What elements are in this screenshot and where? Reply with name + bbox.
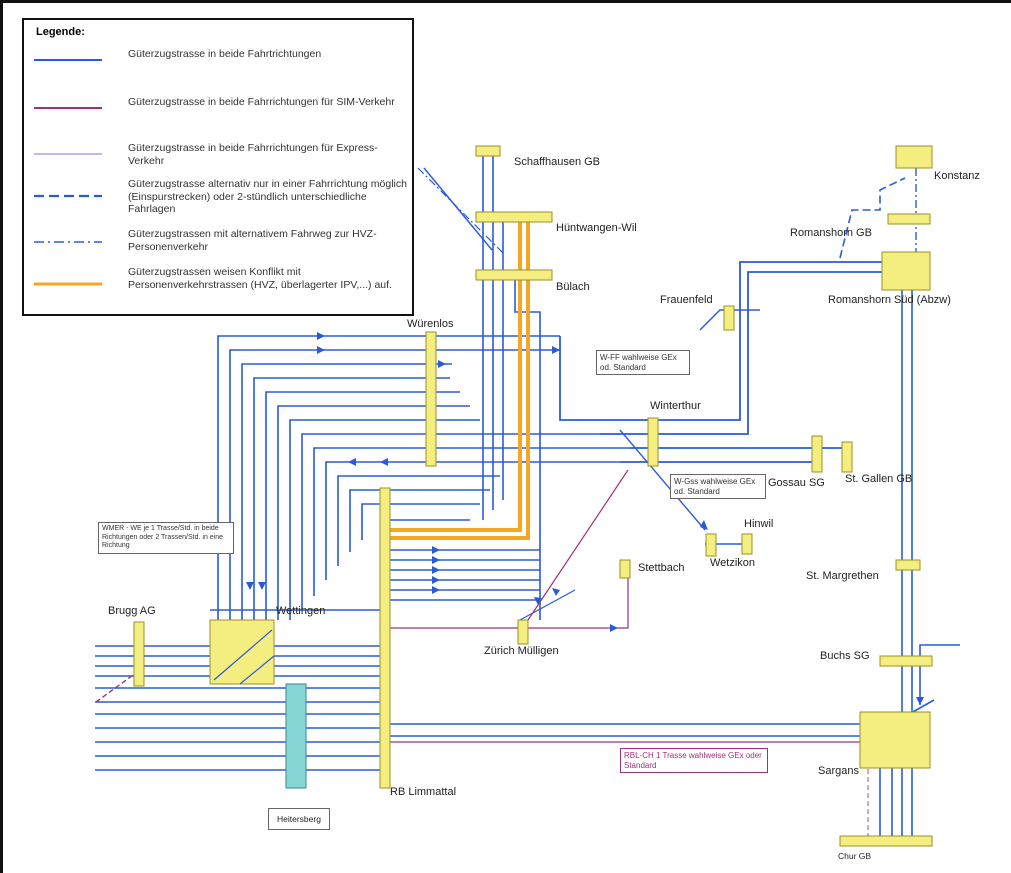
station-label-hinwil: Hinwil — [744, 518, 774, 530]
legend-sample-dashed-blue — [34, 194, 102, 198]
legend-text-express: Güterzugstrasse in beide Fahrrichtungen … — [128, 142, 378, 167]
station-label-heitersberg: Heitersberg — [268, 808, 330, 830]
muelligen-sim-line — [527, 469, 629, 621]
stettbach-marker — [619, 559, 631, 579]
legend-text-sim: Güterzugstrasse in beide Fahrrichtungen … — [128, 96, 395, 108]
buelach-marker — [475, 269, 553, 281]
station-label-sargans: Sargans — [818, 765, 859, 777]
station-label-gossau: Gossau SG — [768, 477, 825, 489]
frauenfeld-marker — [723, 305, 735, 331]
brugg-dashed-line — [95, 669, 141, 703]
station-label-winterthur: Winterthur — [650, 400, 701, 412]
muelligen-arrow-line — [519, 589, 576, 621]
station-label-romanshorn-gb: Romanshorn GB — [790, 227, 872, 239]
station-label-st-margrethen: St. Margrethen — [806, 570, 879, 582]
legend-box: Legende: Güterzugstrasse in beide Fahrtr… — [22, 18, 414, 316]
station-label-brugg: Brugg AG — [108, 605, 156, 617]
st-gallen-marker — [841, 441, 853, 473]
station-label-huentwangen: Hüntwangen-Wil — [556, 222, 637, 234]
legend-text-freight: Güterzugstrasse in beide Fahrtrichtungen — [128, 48, 322, 60]
station-label-zuerich-muelligen: Zürich Mülligen — [484, 645, 559, 657]
schaffhausen-solid-line — [423, 167, 493, 251]
buchs-marker — [879, 655, 933, 667]
hinwil-marker — [741, 533, 753, 555]
romanshorn-gb-marker — [887, 213, 931, 225]
romanshorn-sued-marker — [881, 251, 931, 291]
muelligen-marker — [517, 619, 529, 645]
limmattal-marker — [379, 487, 391, 789]
sargans-marker — [859, 711, 931, 769]
legend-text-alternative-route: Güterzugstrassen mit alternativem Fahrwe… — [128, 228, 377, 253]
wettingen-marker — [209, 619, 275, 685]
legend-sample-dashdot-blue — [34, 241, 102, 243]
schaffhausen-marker — [475, 145, 501, 157]
frauenfeld-branch — [699, 309, 760, 331]
konstanz-marker — [895, 145, 933, 169]
st-margrethen-marker — [895, 559, 921, 571]
station-label-st-gallen: St. Gallen GB — [845, 473, 913, 485]
winterthur-wetzikon-line — [619, 429, 706, 531]
gossau-marker — [811, 435, 823, 473]
station-label-frauenfeld: Frauenfeld — [660, 294, 713, 306]
note-wmer: WMER - WE je 1 Trasse/Std. in beide Rich… — [98, 522, 234, 554]
direction-arrows — [246, 332, 924, 705]
conflict-orange-lines — [390, 220, 530, 540]
wettingen-crossing-lines — [213, 629, 275, 685]
legend-text-single-track: Güterzugstrasse alternativ nur in einer … — [128, 178, 407, 215]
station-label-buchs: Buchs SG — [820, 650, 870, 662]
station-label-konstanz: Konstanz — [934, 170, 980, 182]
legend-sample-thin-lilac — [34, 153, 102, 155]
station-label-wetzikon: Wetzikon — [710, 557, 756, 569]
note-rbl-ch: RBL-CH 1 Trasse wahlweise GEx oder Stand… — [620, 748, 768, 773]
brugg-marker — [133, 621, 145, 687]
station-label-wettingen: Wettingen — [276, 605, 326, 617]
station-label-wuerenlos: Würenlos — [407, 318, 454, 330]
station-label-stettbach: Stettbach — [638, 562, 685, 574]
wuerenlos-marker — [425, 331, 437, 467]
station-label-schaffhausen: Schaffhausen GB — [514, 156, 601, 168]
stettbach-sim-line — [390, 578, 629, 629]
station-label-chur: Chur GB — [838, 851, 872, 861]
heitersberg-tunnel-marker — [285, 683, 307, 789]
konstanz-dashed-line — [839, 177, 906, 259]
schaffhausen-dashdot-line — [417, 167, 506, 256]
legend-sample-orange — [34, 282, 102, 286]
limmattal-east-lines — [390, 519, 540, 601]
west-loop-lines — [210, 335, 630, 620]
station-label-rb-limmattal: RB Limmattal — [390, 786, 457, 798]
legend-text-conflict: Güterzugstrassen weisen Konflikt mit Per… — [128, 266, 392, 291]
winterthur-east-lines — [559, 261, 884, 463]
winterthur-marker — [647, 417, 659, 467]
station-label-buelach: Bülach — [556, 281, 590, 293]
legend-title: Legende: — [36, 26, 85, 38]
huentwangen-marker — [475, 211, 553, 223]
note-w-ff: W-FF wahlweise GEx od. Standard — [596, 350, 690, 375]
note-w-gss: W-Gss wahlweise GEx od. Standard — [670, 474, 766, 499]
station-label-romanshorn-sued: Romanshorn Süd (Abzw) — [828, 294, 951, 306]
legend-sample-solid-purple — [34, 107, 102, 109]
wetzikon-marker — [705, 533, 717, 557]
legend-sample-solid-blue — [34, 59, 102, 61]
station-markers — [133, 145, 933, 847]
chur-marker — [839, 835, 933, 847]
